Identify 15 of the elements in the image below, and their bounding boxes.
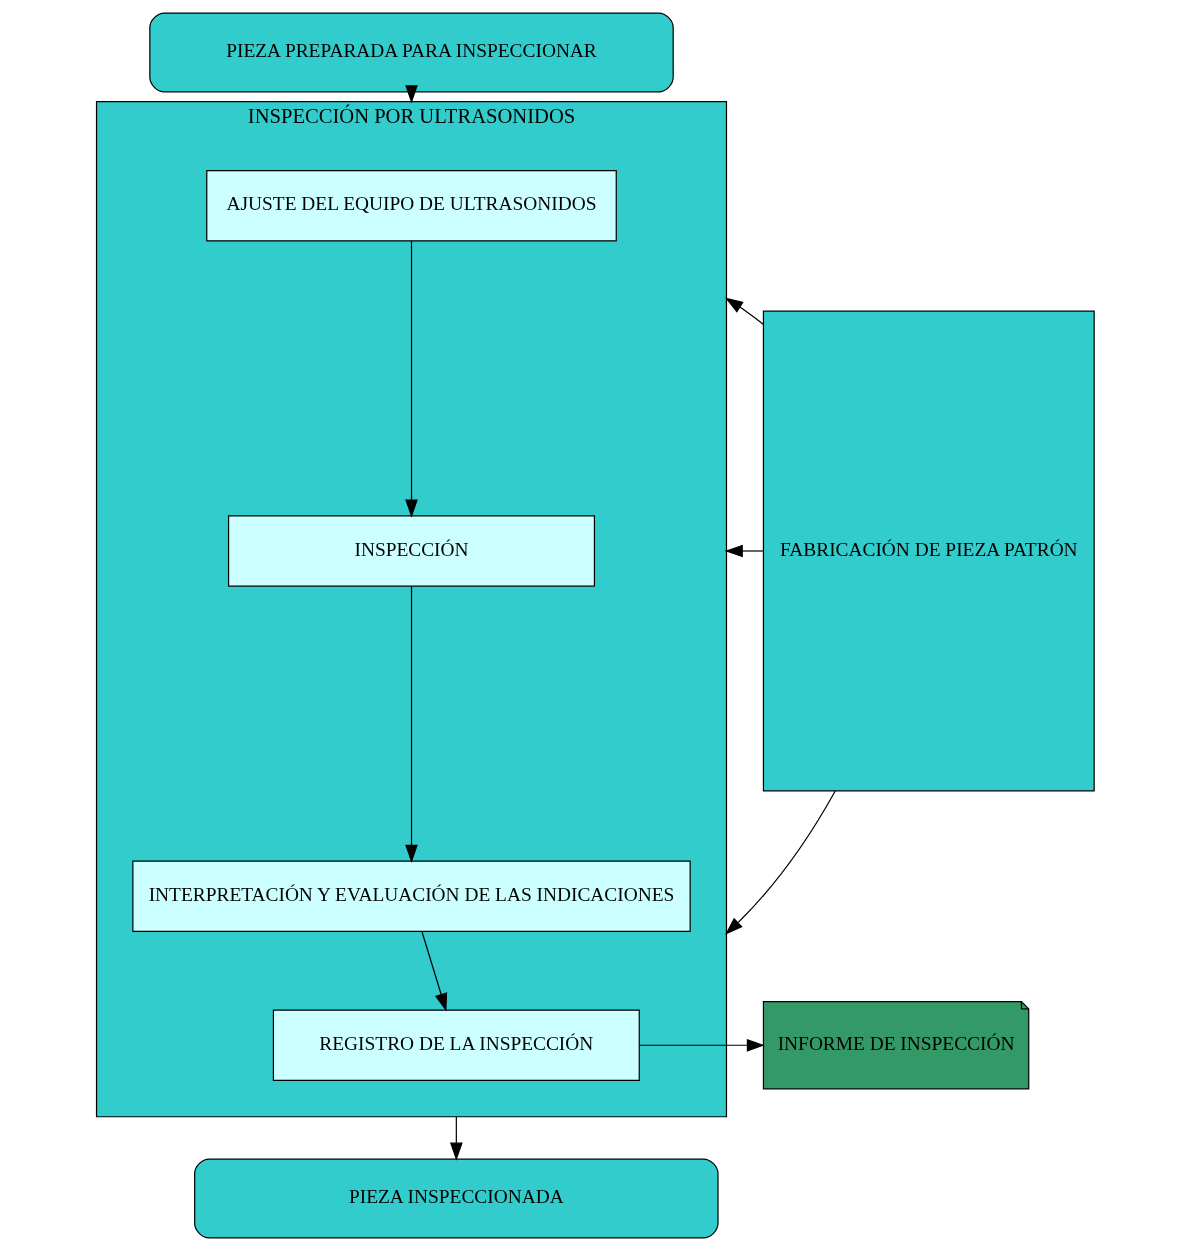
arrow	[638, 1038, 765, 1052]
arrow	[420, 930, 447, 1012]
node-box: AJUSTE DEL EQUIPO DE ULTRASONIDOS	[205, 170, 617, 242]
arrow	[724, 790, 836, 935]
arrow	[404, 85, 418, 104]
arrow	[404, 240, 418, 518]
arrow	[449, 1116, 463, 1161]
node-box: INTERPRETACIÓN Y EVALUACIÓN DE LAS INDICACIONES	[131, 860, 691, 932]
arrow	[724, 297, 764, 325]
arrow	[724, 544, 764, 558]
node-box: INSPECCIÓN	[227, 515, 595, 587]
node-box: REGISTRO DE LA INSPECCIÓN	[272, 1009, 640, 1081]
node-box: FABRICACIÓN DE PIEZA PATRÓN	[762, 310, 1095, 792]
arrow	[404, 585, 418, 863]
node-box: PIEZA INSPECCIONADA	[193, 1158, 719, 1239]
